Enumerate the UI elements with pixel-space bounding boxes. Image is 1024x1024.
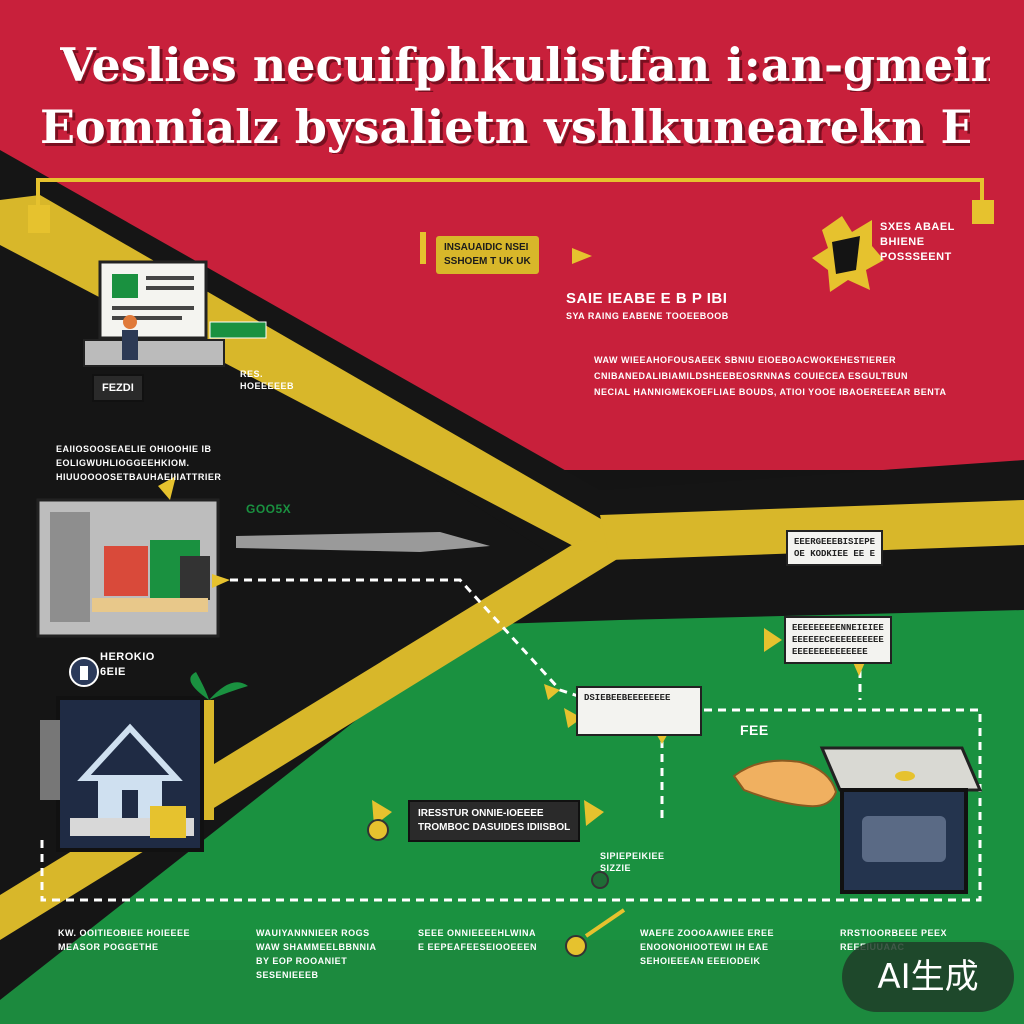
page-title-line-1: Veslies necuifphkulistfan i:an-gmeinluau…: [60, 38, 990, 92]
arrow-icon: [158, 232, 866, 826]
right-card-top: EEERGEEEBISIEPE OE KODKIEE EE E: [786, 530, 884, 566]
house-icon: [40, 696, 204, 852]
right-top-text: SXES ABAEL BHIENE POSSSEENT: [880, 221, 955, 263]
green-code: GOO5X: [246, 502, 292, 516]
red-paragraph: WAW WIEEAHOFOUSAEEK SBNIU EIOEBOACWOKEHE…: [594, 355, 947, 397]
ai-generated-badge: AI生成: [842, 942, 1014, 1012]
footer-column-4: WAEFE ZOOOAAWIEE EREE ENOONOHIOOTEWI IH …: [640, 928, 775, 966]
heroko-label: HEROKIO 6EIE: [100, 651, 155, 678]
coin-icon: [367, 819, 626, 957]
middle-info-box: IRESSTUR ONNIE-IOEEEE TROMBOC DASUIDES I…: [408, 800, 581, 842]
right-card-middle: EEEEEEEEENNEIEIEE EEEEEECEEEEEEEEEE EEEE…: [784, 616, 892, 664]
burst-icon: [812, 216, 884, 292]
document-icon: [83, 260, 267, 367]
top-info-tag-text: INSAUAIDIC NSEI SSHOEM T UK UK: [444, 242, 531, 267]
pin-icon: [69, 657, 99, 687]
footer-column-2: WAUIYANNNIEER ROGS WAW SHAMMEELBBNNIA BY…: [256, 928, 377, 980]
palm-icon: [190, 672, 248, 820]
footer-column-1: KW. OOITIEOBIEE HOIEEEE MEASOR POGGETHE: [58, 928, 191, 952]
center-card: DSIEBEEBEEEEEEEE: [576, 686, 702, 736]
top-info-tag: INSAUAIDIC NSEI SSHOEM T UK UK: [436, 236, 539, 274]
drawer-icon: [819, 746, 983, 894]
page-title-line-2: Eomnialz bysalietn vshlkunearekn Ennutat…: [40, 100, 970, 154]
top-connector-line: [28, 178, 994, 233]
fezd-subtext: RES. HOEEEEEB: [240, 369, 295, 391]
fezd-tag: FEZDI: [92, 374, 144, 402]
left-paragraph: EAIIOSOOSEAELIE OHIOOHIE IB EOLIGWUHLIOG…: [56, 444, 222, 482]
hand-icon: [732, 759, 838, 808]
red-subheading: SYA RAING EABENE TOOEEBOOB: [566, 311, 729, 321]
footer-column-3: SEEE ONNIEEEEHLWINA E EEPEAFEESEIOOEEEN: [418, 928, 538, 952]
red-heading: SAIE IEABE E B P IBI: [566, 290, 728, 307]
server-icon: [36, 498, 220, 638]
middle-small-text: SIPIEPEIKIEE SIZZIE: [600, 851, 665, 873]
fee-label: FEE: [740, 722, 769, 738]
